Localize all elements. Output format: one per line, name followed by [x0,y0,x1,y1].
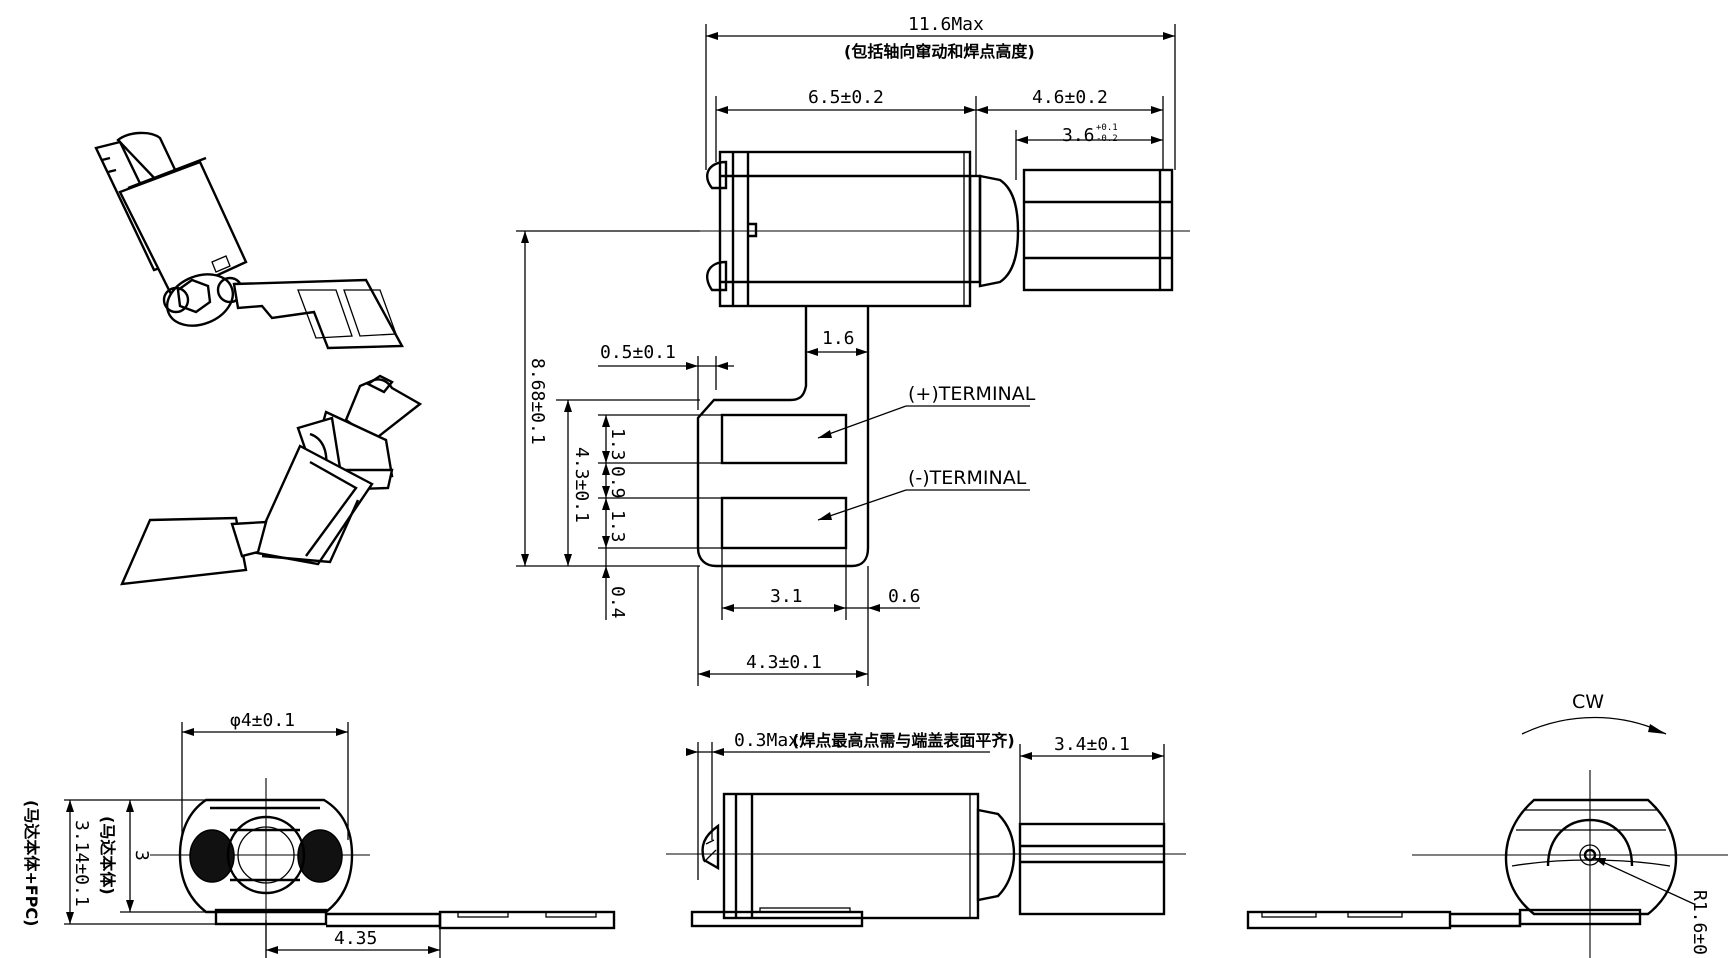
dim-right-margin: 0.6 [888,586,921,607]
main-dimensions: 11.6Max (包括轴向窜动和焊点高度) 6.5±0.2 4.6±0.2 3.… [516,14,1176,686]
end-view-left: φ4±0.1 (马达本体+FPC) 3.14±0.1 (马达本体) 3 4.35 [22,710,616,958]
dim-total-height: 8.68±0.1 [527,358,548,445]
dim-pad-height: 1.3 [607,428,628,461]
main-view [516,150,1190,568]
terminal-plus-label: (+)TERMINAL [908,383,1036,405]
dim-height-with-fpc-note: (马达本体+FPC) [22,800,41,926]
dim-weight-inner: 3.6 [1062,125,1095,146]
iso-view-top [94,131,404,350]
terminal-minus-label: (-)TERMINAL [908,467,1027,489]
dim-solder-height: 0.3Max [734,730,799,751]
dim-weight-inner-tol-lower: -0.2 [1096,134,1118,144]
dim-overall-length: 11.6Max [908,14,984,35]
dim-weight-inner-tol-upper: +0.1 [1096,123,1118,133]
arc-arrow-icon [1521,716,1667,735]
dim-body-length: 6.5±0.2 [808,87,884,108]
dim-fpc-width: 4.3±0.1 [746,652,822,673]
dim-diameter: φ4±0.1 [230,710,295,731]
dim-pad-height-2: 1.3 [607,510,628,543]
dim-fpc-offset: 4.35 [334,928,377,949]
dim-height-with-fpc: 3.14±0.1 [71,820,92,907]
end-view-right: CW R1.6±0.1 [1246,691,1728,958]
dim-pad-gap: 0.9 [607,466,628,499]
dim-weight-length: 4.6±0.2 [1032,87,1108,108]
dim-bottom-margin: 0.4 [607,586,628,619]
iso-view-bottom [120,374,423,586]
dim-pad-width: 3.1 [770,586,803,607]
dim-body-height-note: (马达本体) [98,816,117,895]
dim-tab-width: 1.6 [822,328,855,349]
dim-corner-radius: R1.6±0.1 [1689,890,1710,958]
dim-tab-offset: 0.5±0.1 [600,342,676,363]
side-view: 0.3Max (焊点最高点需与端盖表面平齐) 3.4±0.1 [666,730,1186,928]
dim-fpc-height: 4.3±0.1 [571,447,592,523]
rotation-label: CW [1572,691,1604,713]
dim-weight-height: 3.4±0.1 [1054,734,1130,755]
dim-overall-note: (包括轴向窜动和焊点高度) [844,42,1035,61]
dim-body-height: 3 [131,850,152,861]
dim-solder-note: (焊点最高点需与端盖表面平齐) [792,731,1015,750]
